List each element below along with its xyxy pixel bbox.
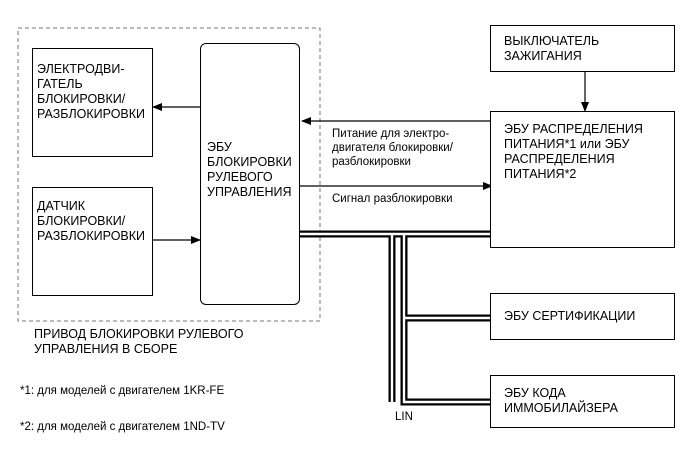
immo-ecu-label: ЭБУ КОДА ИММОБИЛАЙЗЕРА [504, 386, 618, 415]
sensor-label: ДАТЧИК БЛОКИРОВКИ/ РАЗБЛОКИРОВКИ [37, 199, 146, 243]
lin-bus-label: LIN [395, 411, 413, 423]
power-ecu-label: ЭБУ РАСПРЕДЕЛЕНИЯ ПИТАНИЯ*1 или ЭБУ РАСП… [504, 122, 643, 181]
unlock-signal-label: Сигнал разблокировки [332, 193, 453, 205]
sensor-block: ДАТЧИК БЛОКИРОВКИ/ РАЗБЛОКИРОВКИ [32, 187, 153, 296]
power-ecu-block: ЭБУ РАСПРЕДЕЛЕНИЯ ПИТАНИЯ*1 или ЭБУ РАСП… [490, 111, 675, 248]
motor-block: ЭЛЕКТРОДВИ- ГАТЕЛЬ БЛОКИРОВКИ/ РАЗБЛОКИР… [32, 48, 153, 157]
assembly-label: ПРИВОД БЛОКИРОВКИ РУЛЕВОГО УПРАВЛЕНИЯ В … [34, 327, 244, 356]
cert-ecu-block: ЭБУ СЕРТИФИКАЦИИ [490, 293, 675, 340]
ignition-block: ВЫКЛЮЧАТЕЛЬ ЗАЖИГАНИЯ [490, 25, 675, 72]
footnote-1: *1: для моделей с двигателем 1KR-FE [20, 385, 225, 397]
steering-ecu-label: ЭБУ БЛОКИРОВКИ РУЛЕВОГО УПРАВЛЕНИЯ [207, 140, 292, 199]
steering-ecu-block: ЭБУ БЛОКИРОВКИ РУЛЕВОГО УПРАВЛЕНИЯ [200, 43, 300, 305]
ignition-label: ВЫКЛЮЧАТЕЛЬ ЗАЖИГАНИЯ [504, 34, 600, 63]
power-signal-label: Питание для электро- двигателя блокировк… [332, 128, 453, 168]
footnote-2: *2: для моделей с двигателем 1ND-TV [20, 421, 225, 433]
cert-ecu-label: ЭБУ СЕРТИФИКАЦИИ [504, 309, 636, 323]
lin-bus [300, 230, 490, 406]
assembly-boundary [17, 27, 321, 322]
immo-ecu-block: ЭБУ КОДА ИММОБИЛАЙЗЕРА [490, 375, 675, 428]
motor-label: ЭЛЕКТРОДВИ- ГАТЕЛЬ БЛОКИРОВКИ/ РАЗБЛОКИР… [37, 62, 146, 121]
